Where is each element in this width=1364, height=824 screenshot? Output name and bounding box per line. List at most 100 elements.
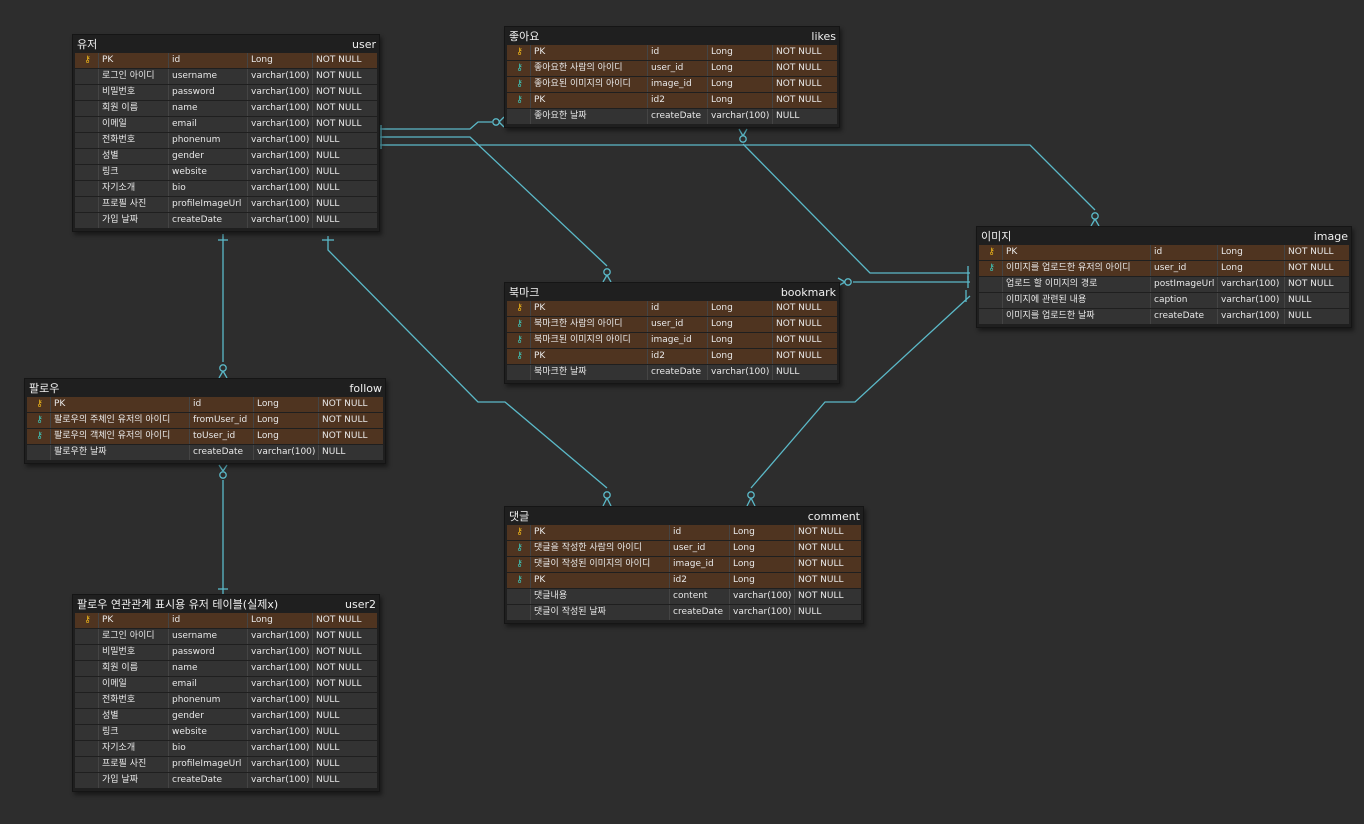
- nullability-cell: NULL: [776, 111, 800, 121]
- entity-header[interactable]: 팔로우 연관관계 표시용 유저 테이블(실제x)user2: [73, 595, 379, 613]
- logical-name-cell: 링크: [99, 725, 169, 740]
- column-name-cell: user_id: [648, 317, 708, 332]
- column-name-cell: id: [169, 613, 248, 628]
- data-type-cell: varchar(100): [248, 661, 313, 676]
- logical-name-cell: 회원 이름: [99, 101, 169, 116]
- key-cell: [75, 101, 99, 116]
- key-cell: [75, 165, 99, 180]
- logical-name-cell: 성별: [99, 709, 169, 724]
- data-type-cell: varchar(100): [1218, 293, 1285, 308]
- primary-key-icon: ⚷: [36, 399, 43, 409]
- nullability-cell: NOT NULL: [1288, 247, 1334, 257]
- zero-marker: [739, 135, 747, 143]
- column-name-cell: bio: [169, 181, 248, 196]
- nullability-cell: NOT NULL: [1288, 279, 1334, 289]
- foreign-key-icon: ⚷: [516, 575, 523, 585]
- primary-key-icon: ⚷: [84, 55, 91, 65]
- column-name-cell: website: [169, 165, 248, 180]
- nullability-cell: NOT NULL: [798, 575, 844, 585]
- data-type-cell: varchar(100): [254, 445, 319, 460]
- data-type-cell: varchar(100): [248, 741, 313, 756]
- logical-name-cell: 업로드 할 이미지의 경로: [1003, 277, 1151, 292]
- key-cell: [75, 629, 99, 644]
- column-name-cell: id2: [670, 573, 730, 588]
- logical-name-cell: 북마크한 날짜: [531, 365, 648, 380]
- nullability-cell: NOT NULL: [798, 591, 844, 601]
- data-type-cell: Long: [708, 93, 773, 108]
- key-cell: ⚷: [507, 77, 531, 92]
- key-cell: [75, 709, 99, 724]
- logical-name-cell: PK: [99, 613, 169, 628]
- column-name-cell: createDate: [169, 213, 248, 228]
- data-type-cell: varchar(100): [730, 589, 795, 604]
- nullability-cell: NULL: [316, 711, 340, 721]
- key-cell: [75, 117, 99, 132]
- key-cell: [75, 213, 99, 228]
- nullability-cell: NOT NULL: [776, 335, 822, 345]
- nullability-cell: NOT NULL: [316, 615, 362, 625]
- logical-name-cell: PK: [531, 573, 670, 588]
- column-name-cell: createDate: [169, 773, 248, 788]
